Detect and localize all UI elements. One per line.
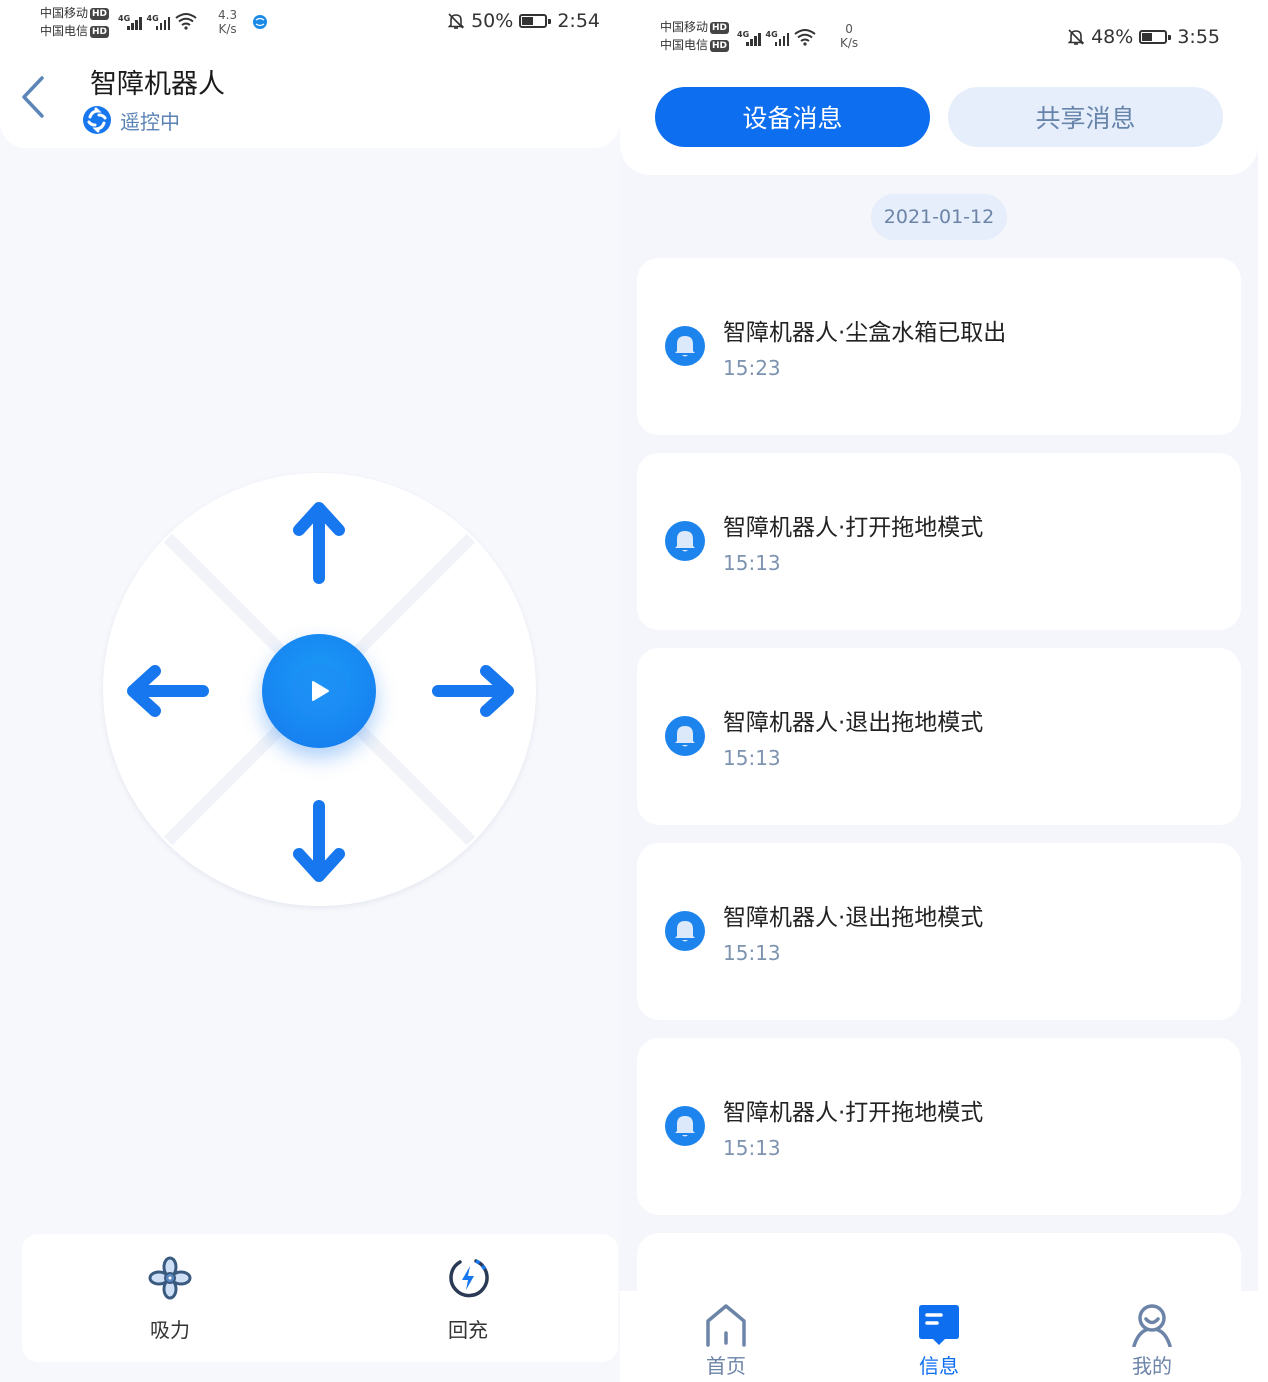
- status-right: 50% 2:54: [447, 10, 600, 32]
- device-title: 智障机器人: [90, 69, 225, 100]
- direction-pad: [103, 473, 536, 906]
- suction-button[interactable]: 吸力: [110, 1234, 230, 1362]
- move-left-button[interactable]: [118, 641, 218, 741]
- signal-icon: 4G: [737, 30, 761, 46]
- bell-icon: [665, 521, 705, 561]
- mute-bell-icon: [1067, 29, 1085, 45]
- signal-icon: 4G: [118, 14, 142, 30]
- message-icon: [919, 1305, 959, 1345]
- battery-icon: [519, 14, 552, 28]
- device-status: 遥控中: [82, 105, 180, 135]
- message-item[interactable]: 智障机器人·退出拖地模式 15:13: [637, 648, 1241, 825]
- bottom-tab-bar: 首页 信息 我的: [620, 1291, 1258, 1382]
- message-item[interactable]: 智障机器人·打开拖地模式 15:13: [637, 1038, 1241, 1215]
- signal-icons: 4G 4G: [118, 12, 197, 30]
- tab-device-messages[interactable]: 设备消息: [655, 87, 930, 147]
- arrow-right-icon: [432, 665, 514, 717]
- recharge-icon: [449, 1259, 489, 1298]
- arrow-left-icon: [127, 665, 209, 717]
- battery-icon: [1139, 30, 1172, 44]
- back-button[interactable]: [18, 74, 52, 120]
- quick-actions-bar: 吸力 回充: [22, 1234, 618, 1362]
- message-item[interactable]: 智障机器人·退出拖地模式 15:13: [637, 843, 1241, 1020]
- tab-profile[interactable]: 我的: [1102, 1291, 1202, 1382]
- message-item[interactable]: 智障机器人·尘盒水箱已取出 15:23: [637, 258, 1241, 435]
- mute-bell-icon: [447, 13, 465, 29]
- fan-icon: [148, 1256, 192, 1300]
- network-speed: 0 K/s: [840, 22, 859, 50]
- signal-icons: 4G 4G: [737, 28, 816, 46]
- tab-messages[interactable]: 信息: [889, 1291, 989, 1382]
- arrow-up-icon: [293, 502, 345, 584]
- chevron-left-icon: [22, 76, 44, 118]
- wifi-icon: [175, 13, 197, 30]
- bell-icon: [665, 716, 705, 756]
- bell-icon: [665, 1106, 705, 1146]
- remote-sync-icon: [83, 106, 111, 134]
- home-icon: [706, 1304, 746, 1347]
- profile-icon: [1132, 1304, 1172, 1347]
- recharge-button[interactable]: 回充: [408, 1234, 528, 1362]
- date-separator: 2021-01-12: [871, 194, 1007, 240]
- wifi-icon: [794, 29, 816, 46]
- signal-icon: 4G: [766, 30, 789, 46]
- bell-icon: [665, 911, 705, 951]
- tab-shared-messages[interactable]: 共享消息: [948, 87, 1223, 147]
- bell-icon: [665, 326, 705, 366]
- status-right: 48% 3:55: [1067, 26, 1220, 48]
- play-icon: [312, 681, 329, 701]
- move-down-button[interactable]: [269, 791, 369, 891]
- signal-icon: 4G: [147, 14, 170, 30]
- app-notification-icon: [253, 15, 267, 29]
- right-edge: [1258, 0, 1268, 1382]
- start-button[interactable]: [262, 634, 376, 748]
- tab-home[interactable]: 首页: [676, 1291, 776, 1382]
- move-up-button[interactable]: [269, 493, 369, 593]
- arrow-down-icon: [293, 800, 345, 882]
- move-right-button[interactable]: [423, 641, 523, 741]
- network-speed: 4.3 K/s: [218, 8, 238, 36]
- message-item[interactable]: 智障机器人·打开拖地模式 15:13: [637, 453, 1241, 630]
